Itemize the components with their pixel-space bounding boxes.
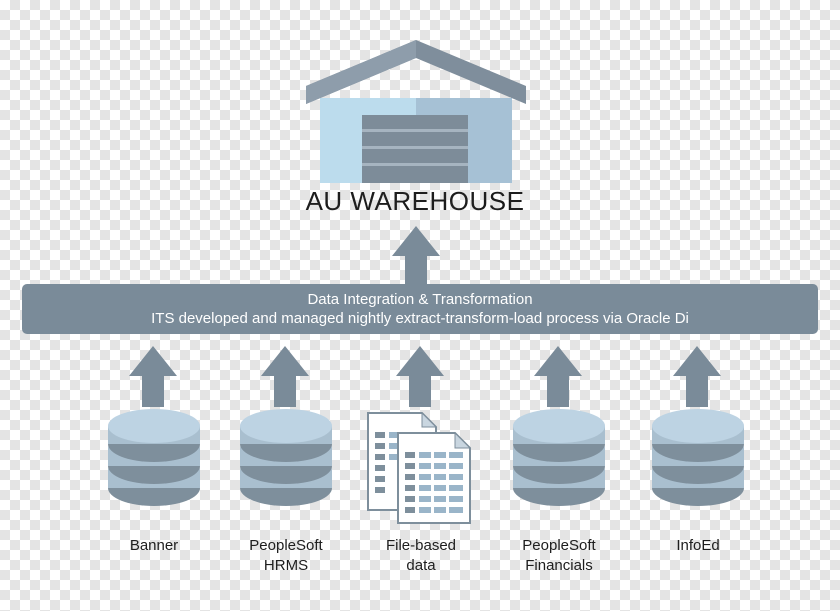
document-front xyxy=(397,431,472,524)
integration-bar: Data Integration & Transformation ITS de… xyxy=(22,284,818,334)
arrow-up-icon xyxy=(129,346,177,407)
source-label-banner: Banner xyxy=(129,537,179,554)
arrow-up-icon xyxy=(534,346,582,407)
source-label-file-based-data: File-based data xyxy=(385,537,457,574)
arrow-up-icon xyxy=(261,346,309,407)
source-label-infoed: InfoEd xyxy=(676,537,720,554)
arrow-up-icon xyxy=(673,346,721,407)
warehouse-door xyxy=(362,115,468,183)
database-icon xyxy=(108,409,200,506)
warehouse-icon xyxy=(306,40,526,183)
warehouse-title: AU WAREHOUSE xyxy=(305,186,525,216)
integration-bar-description: ITS developed and managed nightly extrac… xyxy=(151,310,689,327)
integration-bar-title: Data Integration & Transformation xyxy=(307,291,533,308)
documents-icon xyxy=(367,411,472,524)
database-icon xyxy=(652,409,744,506)
arrow-up-icon xyxy=(392,226,440,285)
database-icon xyxy=(240,409,332,506)
database-icon xyxy=(513,409,605,506)
arrow-up-icon xyxy=(396,346,444,407)
source-label-peoplesoft-hrms: PeopleSoft HRMS xyxy=(249,537,323,574)
source-label-peoplesoft-financials: PeopleSoft Financials xyxy=(522,537,596,574)
